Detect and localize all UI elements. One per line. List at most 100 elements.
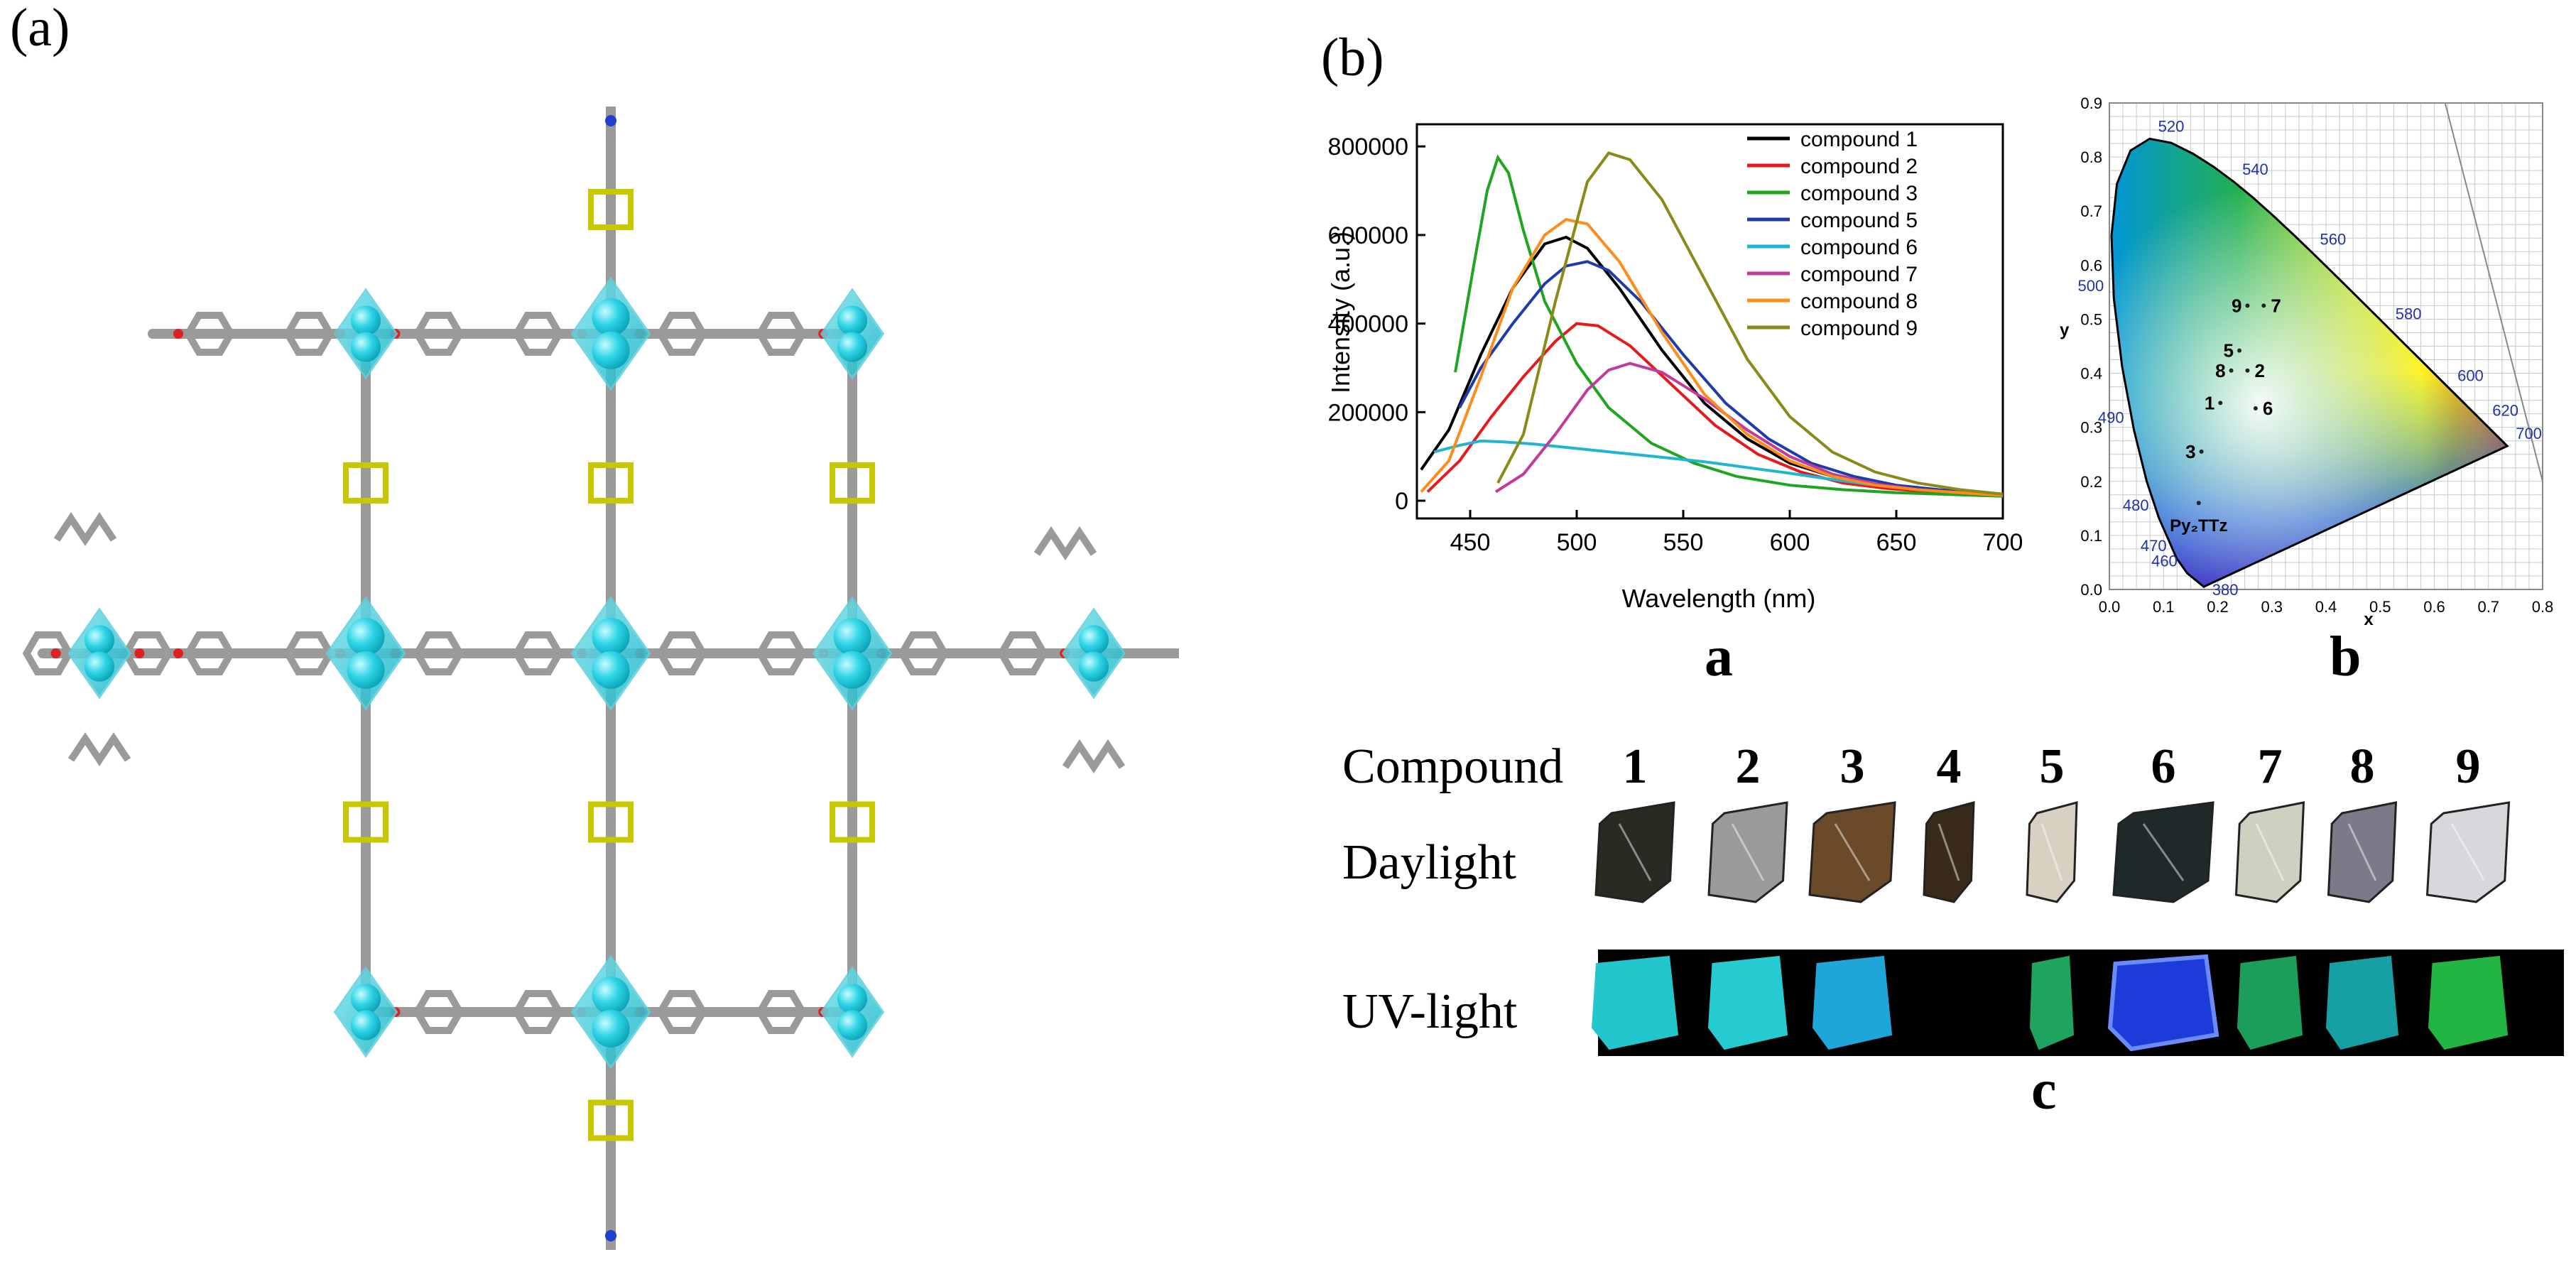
crystal-highlight — [1938, 823, 1960, 881]
chromaticity-point — [2261, 303, 2266, 308]
compound-number-4: 4 — [1936, 739, 1962, 794]
uv-crystal — [2029, 955, 2075, 1050]
metal-atom — [833, 618, 871, 656]
crystal-highlight — [2142, 823, 2185, 881]
aromatic-ring — [898, 631, 949, 675]
chromaticity-point — [2245, 303, 2250, 308]
wavelength-label: 580 — [2396, 305, 2422, 323]
x-tick-label: 0.3 — [2261, 598, 2283, 616]
wavelength-label: 380 — [2212, 581, 2239, 599]
metal-atom — [84, 651, 115, 682]
series-line — [1458, 260, 2004, 496]
nitrogen-atom — [605, 115, 616, 126]
point-label: 2 — [2254, 360, 2264, 381]
metal-atom — [350, 1010, 381, 1040]
legend-entry: compound 1 — [1800, 128, 1918, 151]
uv-crystal — [1707, 955, 1788, 1050]
metal-atom — [592, 618, 630, 656]
metal-atom — [592, 977, 630, 1015]
oxygen-atom — [50, 648, 61, 658]
y-tick-label: 0.7 — [2080, 202, 2102, 220]
compound-number-6: 6 — [2151, 739, 2176, 794]
uv-crystal — [2237, 955, 2303, 1050]
uv-crystal — [1591, 955, 1679, 1050]
thiazole-ring — [343, 462, 388, 504]
daylight-crystal — [1923, 801, 1975, 903]
daylight-crystal — [1594, 801, 1675, 903]
panel-label-a: (a) — [10, 0, 70, 58]
point-label: 5 — [2224, 340, 2234, 361]
aromatic-ring — [184, 631, 235, 675]
y-tick-label: 0.0 — [2080, 581, 2102, 599]
y-tick-label: 600000 — [1328, 222, 1408, 249]
framework-structure — [22, 107, 1179, 1250]
y-tick-label: 0.3 — [2080, 419, 2102, 437]
y-tick-label: 0.2 — [2080, 473, 2102, 491]
wavelength-label: 480 — [2123, 496, 2149, 514]
aromatic-ring — [413, 631, 464, 675]
point-label: 6 — [2263, 398, 2273, 419]
x-tick-label: 500 — [1557, 529, 1597, 556]
y-tick-label: 0.9 — [2080, 94, 2102, 112]
point-label: 7 — [2271, 295, 2281, 316]
solvent-molecule — [1062, 739, 1126, 774]
x-tick-label: 0.0 — [2099, 598, 2121, 616]
series-line — [1494, 361, 2004, 497]
chromaticity-point — [2199, 449, 2204, 454]
metal-atom — [347, 618, 385, 656]
x-tick-label: 550 — [1663, 529, 1704, 556]
chromaticity-point — [2237, 348, 2241, 353]
metal-atom — [837, 984, 868, 1014]
solvent-molecule — [53, 511, 117, 547]
x-tick-label: 650 — [1876, 529, 1917, 556]
point-label: Py₂TTz — [2170, 516, 2227, 535]
chromaticity-point — [2218, 401, 2223, 406]
spectral-locus — [2110, 137, 2509, 588]
crystal-highlight — [1731, 823, 1765, 881]
x-tick-label: 0.2 — [2207, 598, 2229, 616]
metal-atom — [592, 331, 630, 369]
thiazole-ring — [830, 801, 875, 843]
aromatic-ring — [22, 631, 74, 675]
daylight-crystal — [1808, 801, 1896, 903]
legend-entry: compound 6 — [1800, 236, 1918, 259]
diagonal-line — [2444, 102, 2543, 482]
y-tick-label: 200000 — [1328, 399, 1408, 426]
aromatic-ring — [756, 631, 807, 675]
x-tick-label: 450 — [1450, 529, 1491, 556]
y-tick-label: 0 — [1395, 488, 1408, 515]
uv-crystal — [2428, 955, 2509, 1050]
sublabel-c: c — [2031, 1059, 2057, 1121]
wavelength-label: 490 — [2098, 408, 2124, 426]
compound-number-1: 1 — [1622, 739, 1648, 794]
x-tick-label: 0.1 — [2153, 598, 2175, 616]
thiazole-ring — [588, 189, 634, 230]
wavelength-label: 520 — [2158, 117, 2185, 135]
y-tick-label: 0.6 — [2080, 256, 2102, 274]
wavelength-label: 600 — [2457, 366, 2484, 384]
daylight-crystal — [2425, 801, 2511, 903]
metal-atom — [350, 332, 381, 362]
aromatic-ring — [512, 312, 564, 356]
daylight-crystal — [2026, 801, 2078, 903]
compound-number-7: 7 — [2257, 739, 2283, 794]
plot-frame — [2109, 102, 2543, 590]
x-axis-label: Wavelength (nm) — [1622, 584, 1816, 613]
metal-atom — [592, 298, 630, 337]
crystal-highlight — [2450, 823, 2486, 881]
daylight-crystal — [1707, 801, 1788, 903]
compound-header: Compound — [1342, 739, 1564, 794]
thiazole-ring — [588, 1099, 634, 1141]
x-tick-label: 0.7 — [2477, 598, 2499, 616]
oxygen-atom — [134, 648, 145, 658]
aromatic-ring — [283, 312, 335, 356]
wavelength-label: 620 — [2492, 401, 2518, 419]
thiazole-ring — [343, 801, 388, 843]
cie-x-label: x — [2364, 610, 2374, 629]
panel-label-b: (b) — [1321, 28, 1384, 87]
wavelength-label: 560 — [2320, 231, 2346, 249]
metal-atom — [84, 625, 115, 656]
y-tick-label: 0.1 — [2080, 527, 2102, 545]
compound-number-8: 8 — [2349, 739, 2375, 794]
